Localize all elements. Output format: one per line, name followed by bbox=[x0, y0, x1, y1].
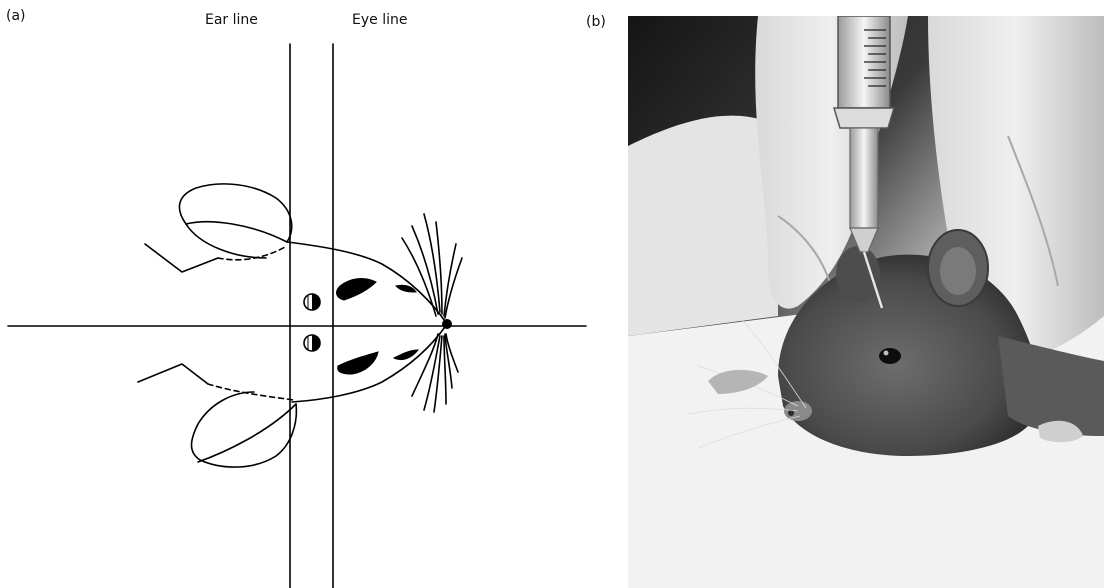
nose-point bbox=[443, 320, 452, 329]
head-outline bbox=[287, 242, 447, 402]
mouse-ear-left bbox=[836, 246, 880, 302]
upper-ear bbox=[179, 184, 291, 258]
lower-ear bbox=[192, 392, 297, 467]
lower-eye bbox=[338, 352, 378, 374]
injection-markers bbox=[304, 294, 320, 351]
mouse-head-diagram bbox=[0, 0, 600, 588]
mouse-eye bbox=[879, 348, 901, 364]
upper-eye bbox=[337, 279, 376, 300]
injection-photo bbox=[628, 16, 1104, 588]
